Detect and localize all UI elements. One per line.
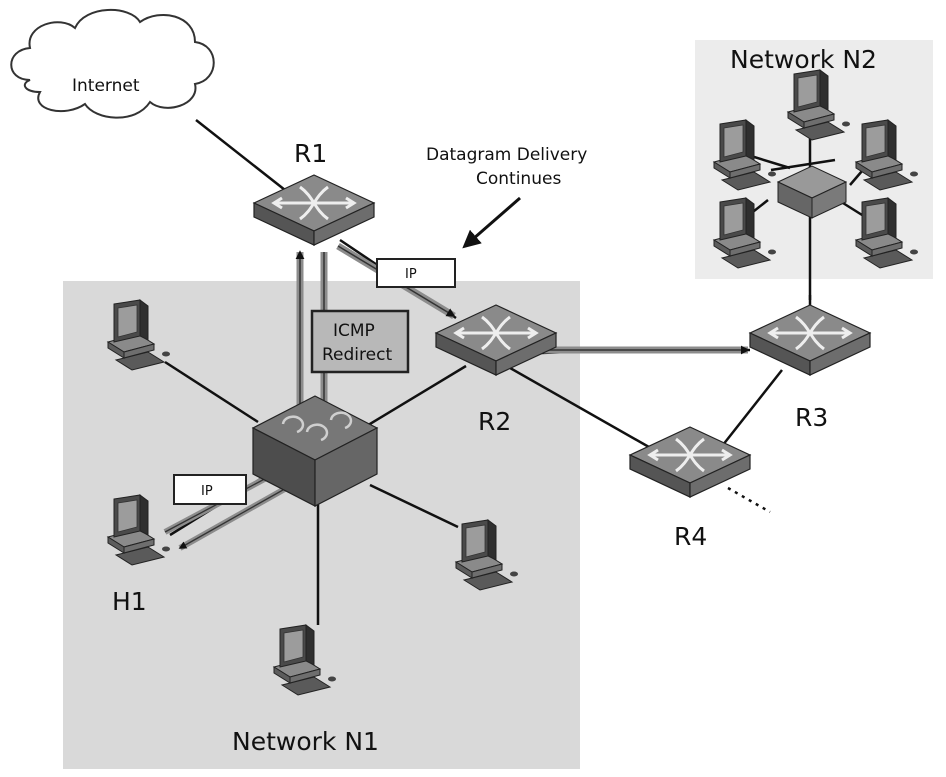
- r4-label: R4: [674, 522, 707, 551]
- r3-label: R3: [795, 403, 828, 432]
- icmp-label-line1: ICMP: [333, 321, 375, 341]
- network-n1-label: Network N1: [232, 727, 379, 756]
- network-n2-label: Network N2: [730, 45, 877, 74]
- ip-label-lower: IP: [201, 484, 213, 499]
- cloud-icon: [10, 9, 215, 119]
- datagram-pointer-arrow: [462, 196, 521, 249]
- r1-label: R1: [294, 139, 327, 168]
- ip-box-lower: [173, 474, 247, 505]
- internet-label: Internet: [72, 76, 140, 96]
- router-icon: [628, 425, 752, 499]
- router-icon: [748, 303, 872, 377]
- datagram-label-line2: Continues: [476, 169, 561, 189]
- router-icon: [252, 173, 376, 247]
- datagram-label-line1: Datagram Delivery: [426, 145, 587, 165]
- icmp-label-line2: Redirect: [322, 345, 392, 365]
- icmp-redirect-box: [310, 309, 410, 374]
- h1-label: H1: [112, 587, 147, 616]
- ip-box-upper: [376, 258, 456, 288]
- r2-label: R2: [478, 407, 511, 436]
- ip-label-upper: IP: [405, 267, 417, 282]
- switch-icon: [776, 165, 848, 219]
